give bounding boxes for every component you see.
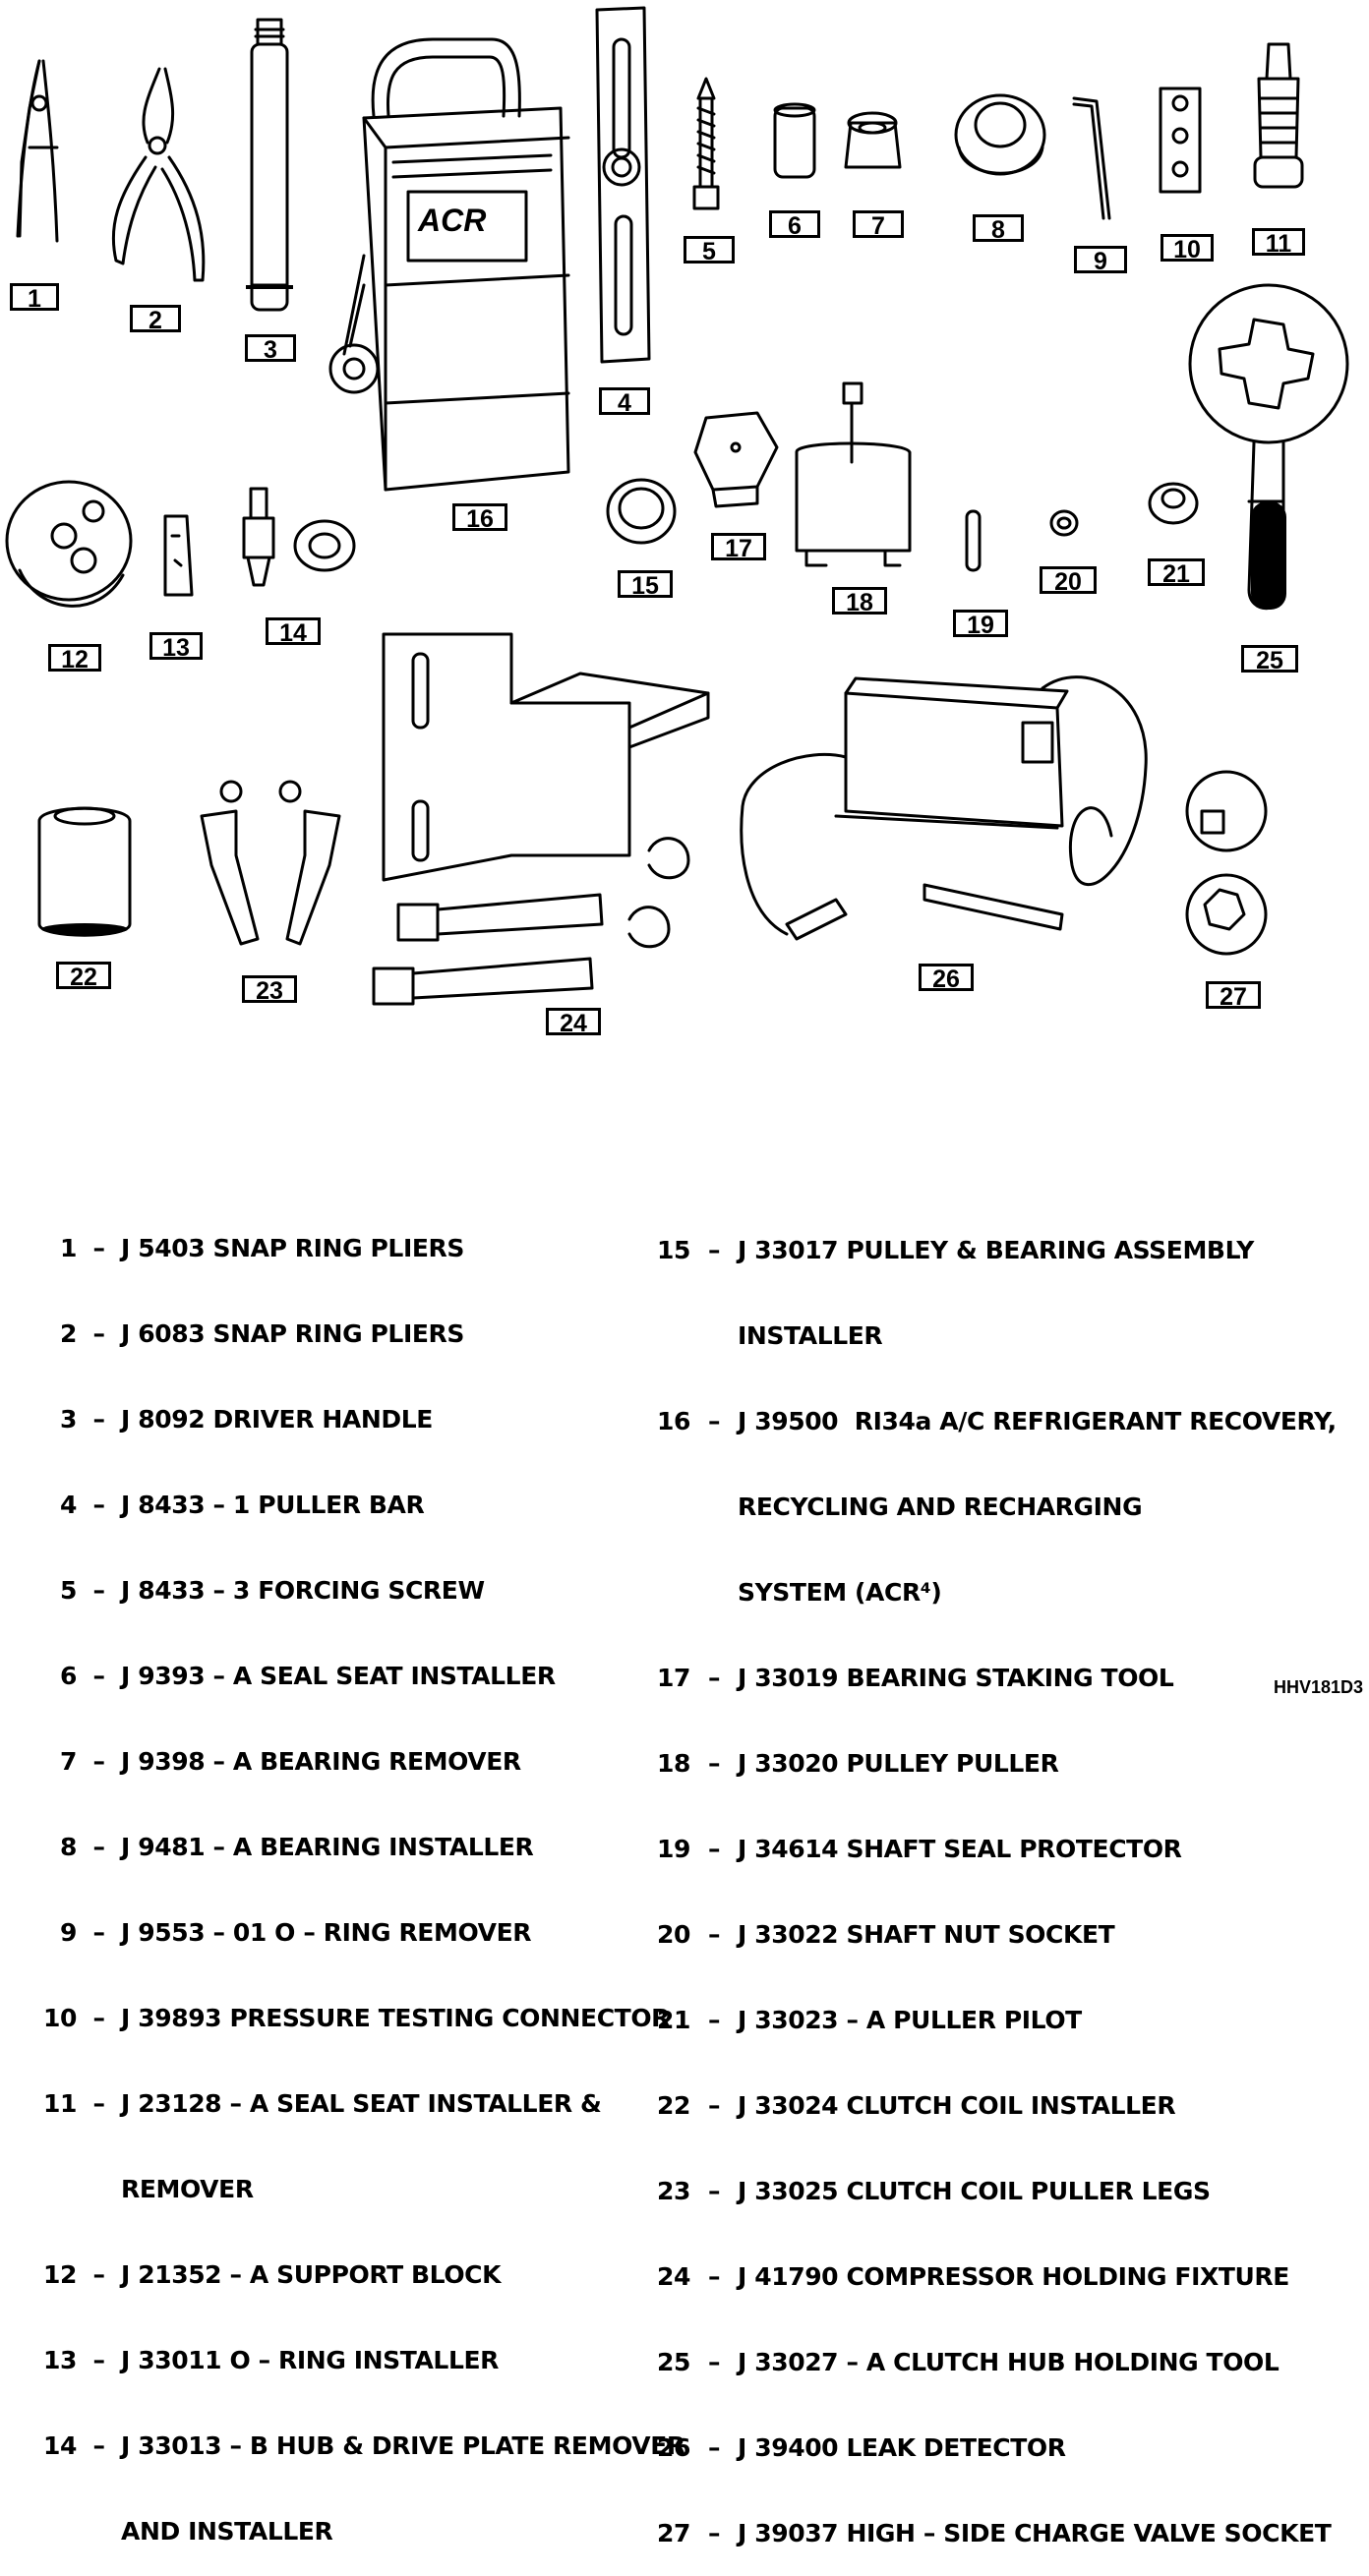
callout-12: 12	[48, 644, 101, 673]
puller-bar-4	[595, 6, 651, 364]
callout-25: 25	[1241, 645, 1298, 674]
legend-item-continuation: INSTALLER	[738, 1321, 883, 1350]
legend-item: 13–J 33011 O – RING INSTALLER	[43, 2346, 500, 2374]
legend-item: 10–J 39893 PRESSURE TESTING CONNECTOR	[43, 2004, 671, 2032]
puller-pilot-21	[1148, 482, 1199, 525]
callout-27: 27	[1206, 981, 1261, 1011]
leak-detector-26	[740, 675, 1148, 941]
callout-6: 6	[769, 210, 820, 240]
callout-9: 9	[1074, 246, 1127, 275]
legend-item: 16–J 39500 RI34a A/C REFRIGERANT RECOVER…	[657, 1407, 1337, 1435]
shaft-seal-protector-19	[965, 509, 982, 572]
legend-item: 27–J 39037 HIGH – SIDE CHARGE VALVE SOCK…	[657, 2519, 1332, 2547]
callout-18: 18	[832, 587, 887, 616]
legend-item: 20–J 33022 SHAFT NUT SOCKET	[657, 1920, 1115, 1949]
callout-17: 17	[711, 533, 766, 562]
seal-seat-remover-11	[1253, 42, 1304, 189]
legend-item: 4–J 8433 – 1 PULLER BAR	[60, 1491, 425, 1519]
figure-code: HHV181D3	[1273, 1677, 1363, 1697]
legend-item: 12–J 21352 – A SUPPORT BLOCK	[43, 2260, 502, 2289]
pulley-puller-18	[795, 381, 912, 567]
snap-ring-pliers-2	[111, 67, 206, 282]
pulley-bearing-installer-15	[606, 478, 677, 545]
legend-item: 8–J 9481 – A BEARING INSTALLER	[60, 1833, 534, 1861]
seal-seat-installer-6	[773, 102, 816, 179]
legend-item: 3–J 8092 DRIVER HANDLE	[60, 1405, 433, 1434]
callout-1: 1	[10, 283, 59, 313]
bearing-remover-7	[844, 111, 902, 169]
callout-14: 14	[266, 617, 321, 647]
callout-15: 15	[618, 570, 673, 600]
legend-item-continuation: REMOVER	[121, 2175, 254, 2203]
hub-tool-grip	[1251, 501, 1286, 610]
callout-7: 7	[853, 210, 904, 240]
pressure-testing-connector-10	[1159, 87, 1202, 194]
legend-item: 23–J 33025 CLUTCH COIL PULLER LEGS	[657, 2177, 1211, 2205]
legend-item: 6–J 9393 – A SEAL SEAT INSTALLER	[60, 1662, 556, 1690]
callout-22: 22	[56, 962, 111, 991]
forcing-screw-5	[692, 77, 720, 210]
legend-item-continuation: RECYCLING AND RECHARGING	[738, 1493, 1143, 1521]
legend-item: 2–J 6083 SNAP RING PLIERS	[60, 1319, 464, 1348]
callout-24: 24	[546, 1008, 601, 1037]
callout-8: 8	[973, 214, 1024, 244]
legend-item: 19–J 34614 SHAFT SEAL PROTECTOR	[657, 1835, 1182, 1863]
legend-item: 24–J 41790 COMPRESSOR HOLDING FIXTURE	[657, 2262, 1289, 2291]
legend-item: 14–J 33013 – B HUB & DRIVE PLATE REMOVER	[43, 2431, 685, 2460]
legend-left-column: 1–J 5403 SNAP RING PLIERS 2–J 6083 SNAP …	[0, 1177, 685, 2574]
driver-handle-3	[250, 18, 289, 312]
legend-item: 9–J 9553 – 01 O – RING REMOVER	[60, 1918, 532, 1947]
o-ring-remover-9	[1072, 96, 1111, 220]
legend-item: 7–J 9398 – A BEARING REMOVER	[60, 1747, 521, 1776]
legend-item: 18–J 33020 PULLEY PULLER	[657, 1749, 1059, 1778]
callout-4: 4	[599, 387, 650, 417]
legend-item: 1–J 5403 SNAP RING PLIERS	[60, 1234, 464, 1262]
legend-item: 11–J 23128 – A SEAL SEAT INSTALLER &	[43, 2089, 602, 2118]
legend-right-column: 15–J 33017 PULLEY & BEARING ASSEMBLY INS…	[612, 1179, 1337, 2576]
callout-16: 16	[452, 503, 507, 533]
support-block-12	[5, 480, 133, 608]
legend-item-continuation: AND INSTALLER	[121, 2517, 333, 2546]
callout-23: 23	[242, 975, 297, 1005]
legend-item: 5–J 8433 – 3 FORCING SCREW	[60, 1576, 485, 1605]
callout-5: 5	[684, 236, 735, 265]
snap-ring-pliers-1	[16, 59, 59, 243]
callout-11: 11	[1252, 228, 1305, 258]
legend-item: 21–J 33023 – A PULLER PILOT	[657, 2006, 1082, 2034]
callout-10: 10	[1161, 234, 1214, 263]
legend-item: 22–J 33024 CLUTCH COIL INSTALLER	[657, 2091, 1176, 2120]
legend-item-continuation: SYSTEM (ACR⁴)	[738, 1578, 942, 1607]
acr-badge: ACR	[417, 203, 486, 238]
high-side-charge-valve-socket-27	[1185, 770, 1268, 956]
callout-2: 2	[130, 305, 181, 334]
bearing-installer-8	[954, 93, 1046, 176]
o-ring-installer-13	[163, 514, 194, 597]
bearing-staking-tool-17	[693, 411, 779, 508]
clutch-coil-installer-22	[37, 806, 132, 937]
compressor-holding-fixture-24	[372, 632, 710, 1006]
callout-3: 3	[245, 334, 296, 364]
callout-19: 19	[953, 610, 1008, 639]
legend-item: 25–J 33027 – A CLUTCH HUB HOLDING TOOL	[657, 2348, 1280, 2376]
callout-20: 20	[1040, 566, 1097, 596]
installer-base	[41, 923, 128, 935]
legend-item: 17–J 33019 BEARING STAKING TOOL	[657, 1664, 1174, 1692]
refrigerant-recovery-machine-16	[328, 37, 570, 492]
handle-band	[246, 285, 293, 289]
callout-13: 13	[149, 632, 203, 662]
legend-item: 15–J 33017 PULLEY & BEARING ASSEMBLY	[657, 1236, 1254, 1264]
callout-21: 21	[1148, 558, 1205, 588]
tools-illustration: ACR	[5, 6, 1349, 1006]
callout-26: 26	[919, 964, 974, 993]
shaft-nut-socket-20	[1049, 509, 1079, 537]
legend-item: 26–J 39400 LEAK DETECTOR	[657, 2433, 1066, 2462]
hub-drive-plate-remover-14	[242, 487, 356, 587]
clutch-coil-puller-legs-23	[200, 780, 341, 946]
